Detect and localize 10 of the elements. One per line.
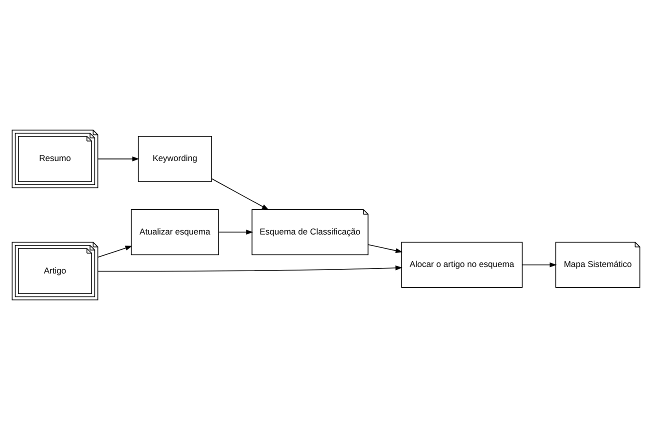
node-box: Alocar o artigo no esquema <box>401 241 523 288</box>
arrow <box>97 245 132 258</box>
arrow <box>211 178 269 210</box>
node-box: Keywording <box>138 135 212 182</box>
arrow <box>97 156 140 161</box>
arrow <box>218 229 254 234</box>
arrow <box>368 244 403 253</box>
arrow <box>522 262 557 267</box>
arrow <box>98 264 402 272</box>
node-box: Atualizar esquema <box>130 208 219 255</box>
